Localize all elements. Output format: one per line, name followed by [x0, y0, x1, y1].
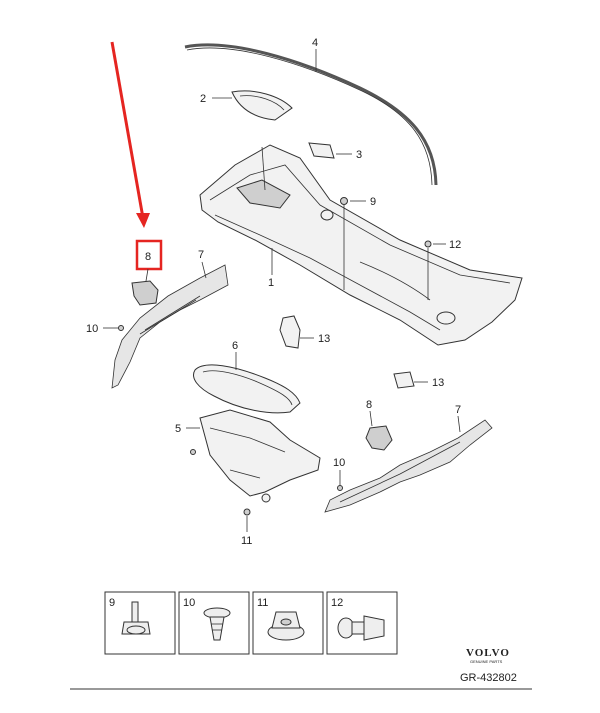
part-6-duct	[193, 352, 301, 414]
part-8-clip-left	[131, 268, 159, 306]
part-7-panel-right	[324, 415, 493, 513]
drawing-reference: GR-432802	[460, 672, 517, 684]
part-2-cover	[231, 90, 293, 121]
legend-item-10: 10	[178, 591, 250, 655]
part-4-seal-strip	[184, 43, 438, 186]
callout-2: 2	[200, 93, 206, 105]
legend-item-11: 11	[252, 591, 324, 655]
callout-3: 3	[356, 149, 362, 161]
part-13-bracket-upper	[279, 315, 314, 349]
callout-8-right: 8	[366, 399, 372, 411]
callout-4: 4	[312, 37, 318, 49]
part-8-clip-right	[365, 410, 393, 451]
callout-10-right: 10	[333, 457, 345, 469]
part-10-screw-left	[103, 325, 124, 331]
callout-11: 11	[241, 535, 252, 547]
callout-13-upper: 13	[318, 333, 330, 345]
highlight-box	[135, 239, 163, 271]
callout-9: 9	[370, 196, 376, 208]
callout-8-left: 8	[145, 251, 151, 263]
legend-label-12: 12	[331, 597, 343, 609]
callout-13-lower: 13	[432, 377, 444, 389]
highlight-arrow	[110, 41, 150, 228]
brand-sub: GENUINE PARTS	[470, 659, 503, 664]
callout-1: 1	[268, 277, 274, 289]
part-10-screw-right	[337, 470, 343, 491]
callout-7-left: 7	[198, 249, 204, 261]
callout-5: 5	[175, 423, 181, 435]
brand-logo: VOLVO	[466, 647, 510, 659]
part-3-clip	[308, 142, 335, 159]
part-11-nut	[243, 508, 251, 532]
part-12-clip	[424, 240, 446, 300]
legend-label-11: 11	[257, 597, 268, 609]
legend-label-10: 10	[183, 597, 195, 609]
legend-item-9: 9	[104, 591, 176, 655]
legend-label-9: 9	[109, 597, 115, 609]
callout-7-right: 7	[455, 404, 461, 416]
callout-12: 12	[449, 239, 461, 251]
legend-item-12: 12	[326, 591, 398, 655]
part-13-bracket-lower	[393, 371, 428, 389]
part-9-screw	[340, 197, 366, 290]
part-5-housing	[186, 409, 321, 503]
callout-10-left: 10	[86, 323, 98, 335]
callout-6: 6	[232, 340, 238, 352]
part-7-panel-left	[111, 261, 229, 389]
part-1-cowl-panel	[199, 144, 523, 346]
